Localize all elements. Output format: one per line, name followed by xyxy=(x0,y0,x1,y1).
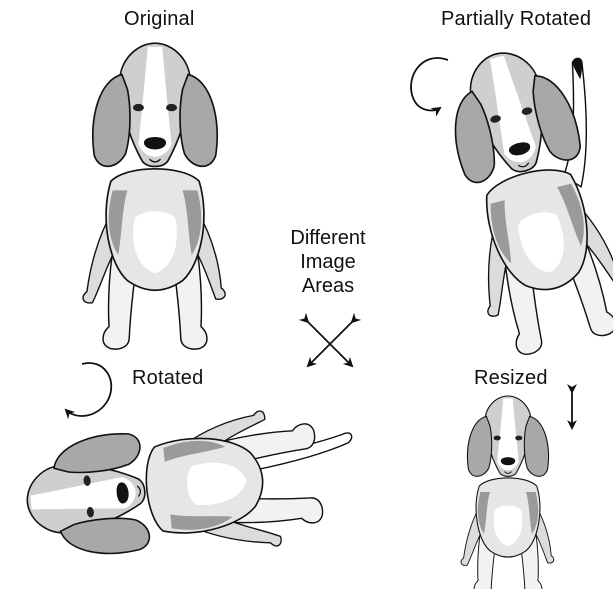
curved-arrow-icon xyxy=(66,363,111,416)
beagle-rotated xyxy=(20,402,362,572)
beagle-resized xyxy=(461,396,554,589)
beagle-partially-rotated xyxy=(411,34,613,361)
curved-arrow-icon xyxy=(411,58,448,110)
beagle-original xyxy=(83,43,225,349)
cross-arrows-icon xyxy=(308,322,352,366)
